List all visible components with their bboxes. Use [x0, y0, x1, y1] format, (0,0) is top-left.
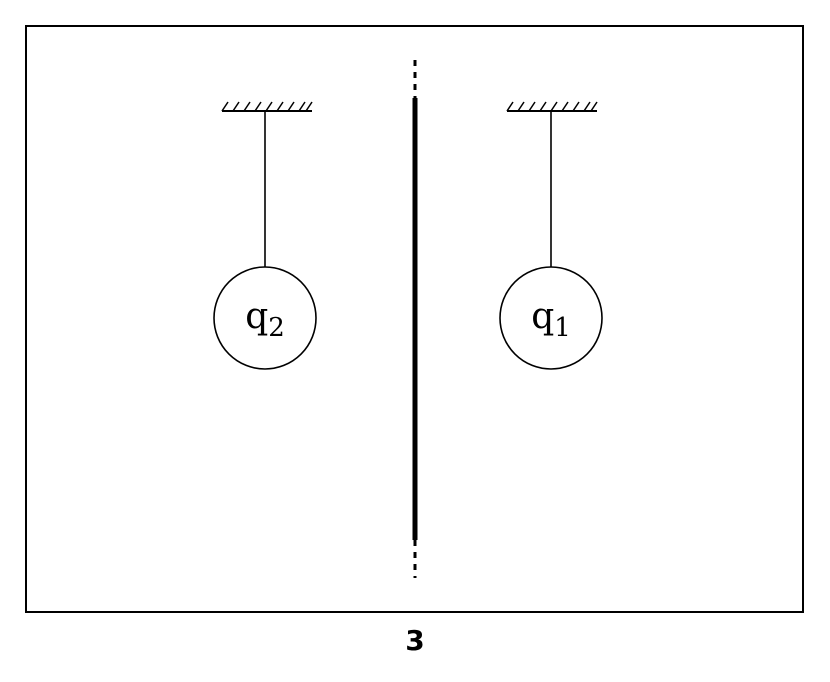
charged-ball-q2	[213, 266, 317, 370]
diagram-frame	[25, 25, 804, 613]
pendulum-left: q2	[213, 101, 317, 370]
pendulum-right: q1	[499, 101, 603, 370]
charge-label-q1: q1	[531, 296, 571, 343]
charge-label-q2: q2	[245, 296, 285, 343]
ceiling-support-right	[506, 101, 598, 112]
ceiling-support-left	[221, 101, 313, 112]
charged-ball-q1	[499, 266, 603, 370]
figure-number: 3	[405, 624, 425, 657]
